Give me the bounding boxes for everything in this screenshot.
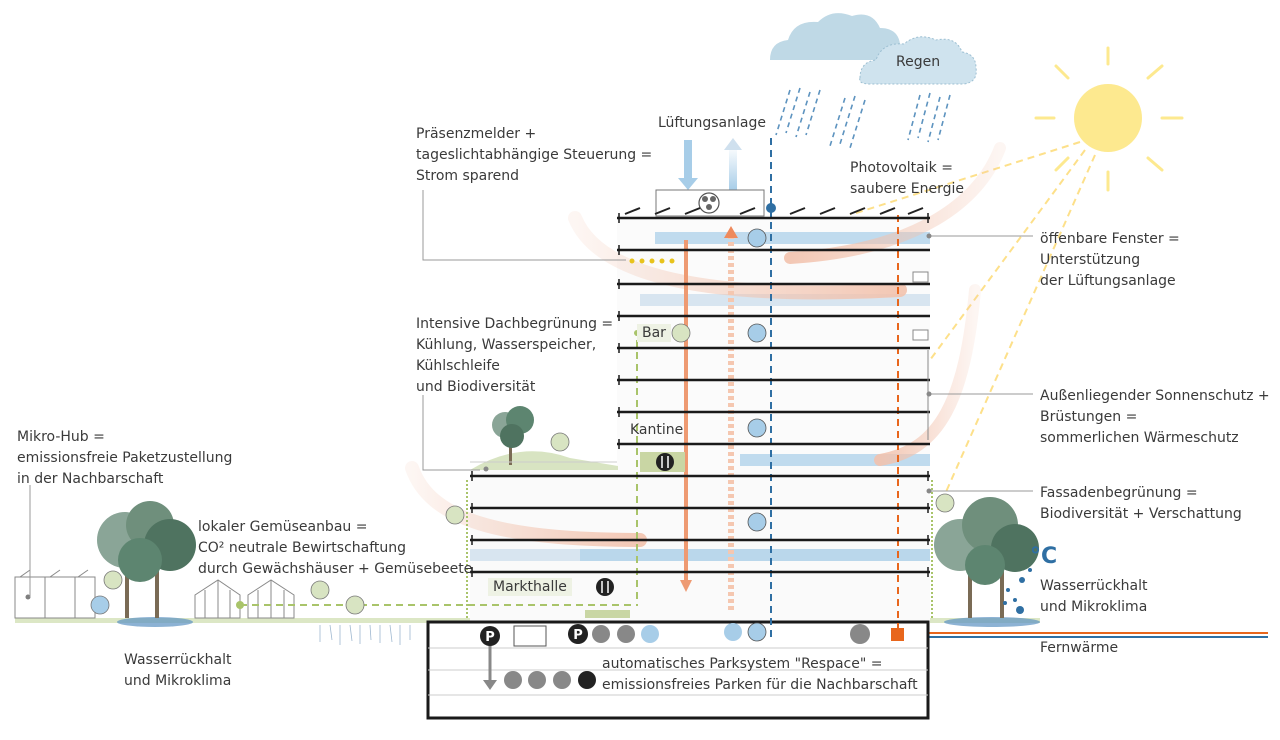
photovoltaic-label: Photovoltaik = saubere Energie bbox=[850, 160, 964, 197]
ventilation-arrows bbox=[678, 138, 742, 190]
leader-lines bbox=[29, 190, 1033, 597]
toilet-icon bbox=[747, 228, 767, 642]
floor-slabs bbox=[470, 216, 930, 574]
vegetable-label: lokaler Gemüseanbau = CO² neutrale Bewir… bbox=[198, 519, 473, 577]
podium-shade bbox=[470, 470, 930, 620]
bar-icon bbox=[671, 323, 691, 343]
room-kantine: Kantine bbox=[630, 422, 684, 438]
micro-hub bbox=[14, 569, 96, 619]
presence-sensor-label: Präsenzmelder + tageslichtabhängige Steu… bbox=[416, 126, 653, 184]
rain-drops bbox=[775, 87, 951, 149]
trees-left bbox=[97, 501, 196, 618]
facade-greening-label: Fassadenbegrünung = Biodiversität + Vers… bbox=[1040, 485, 1242, 522]
roof-garden bbox=[470, 406, 618, 470]
slab-ticks bbox=[471, 213, 929, 577]
lift-arrow bbox=[483, 680, 497, 690]
district-heating-label: Fernwärme bbox=[1040, 640, 1119, 656]
parking-symbol: P bbox=[485, 630, 495, 645]
green-roof-label: Intensive Dachbegrünung = Kühlung, Wasse… bbox=[416, 316, 614, 395]
ventilation-label: Lüftungsanlage bbox=[658, 115, 766, 131]
ground bbox=[15, 617, 1040, 627]
roots bbox=[319, 624, 411, 645]
water-droplets bbox=[1003, 568, 1032, 614]
water-retention-right-label: Wasserrückhalt und Mikroklima bbox=[1040, 578, 1148, 615]
ventilation-bands bbox=[470, 232, 930, 561]
trees-right bbox=[934, 497, 1039, 618]
mikrohub-icon bbox=[345, 595, 365, 615]
facade-greenery bbox=[466, 480, 933, 618]
parking-system-label: automatisches Parksystem "Respace" = emi… bbox=[602, 656, 918, 693]
water-retention-left-label: Wasserrückhalt und Mikroklima bbox=[124, 652, 232, 689]
bee-icon bbox=[103, 432, 955, 600]
underground-garage bbox=[426, 620, 930, 720]
room-markthalle: Markthalle bbox=[488, 578, 572, 596]
sun-protection-label: Außenliegender Sonnenschutz + Brüstungen… bbox=[1040, 388, 1270, 446]
district-heating-lines bbox=[905, 632, 1268, 638]
sun-rays bbox=[849, 141, 1096, 511]
parking-symbol: P bbox=[573, 628, 583, 643]
greenhouses bbox=[194, 579, 295, 619]
parking-icons bbox=[480, 623, 870, 689]
rain-cloud bbox=[770, 13, 977, 85]
ev-charging-icon bbox=[90, 595, 110, 615]
tower-shade bbox=[617, 215, 930, 470]
presence-sensors bbox=[629, 258, 675, 264]
sun-icon bbox=[1034, 46, 1184, 192]
solar-panels bbox=[624, 207, 924, 215]
rain-label: Regen bbox=[896, 54, 941, 70]
windows-label: öffenbare Fenster = Unterstützung der Lü… bbox=[1040, 231, 1180, 289]
micro-hub-label: Mikro-Hub = emissionsfreie Paketzustellu… bbox=[17, 429, 233, 487]
room-bar: Bar bbox=[637, 324, 671, 342]
fork-knife-icon bbox=[596, 453, 674, 596]
temperature-symbol: °C bbox=[1030, 544, 1058, 569]
markthalle-counter bbox=[585, 610, 630, 618]
